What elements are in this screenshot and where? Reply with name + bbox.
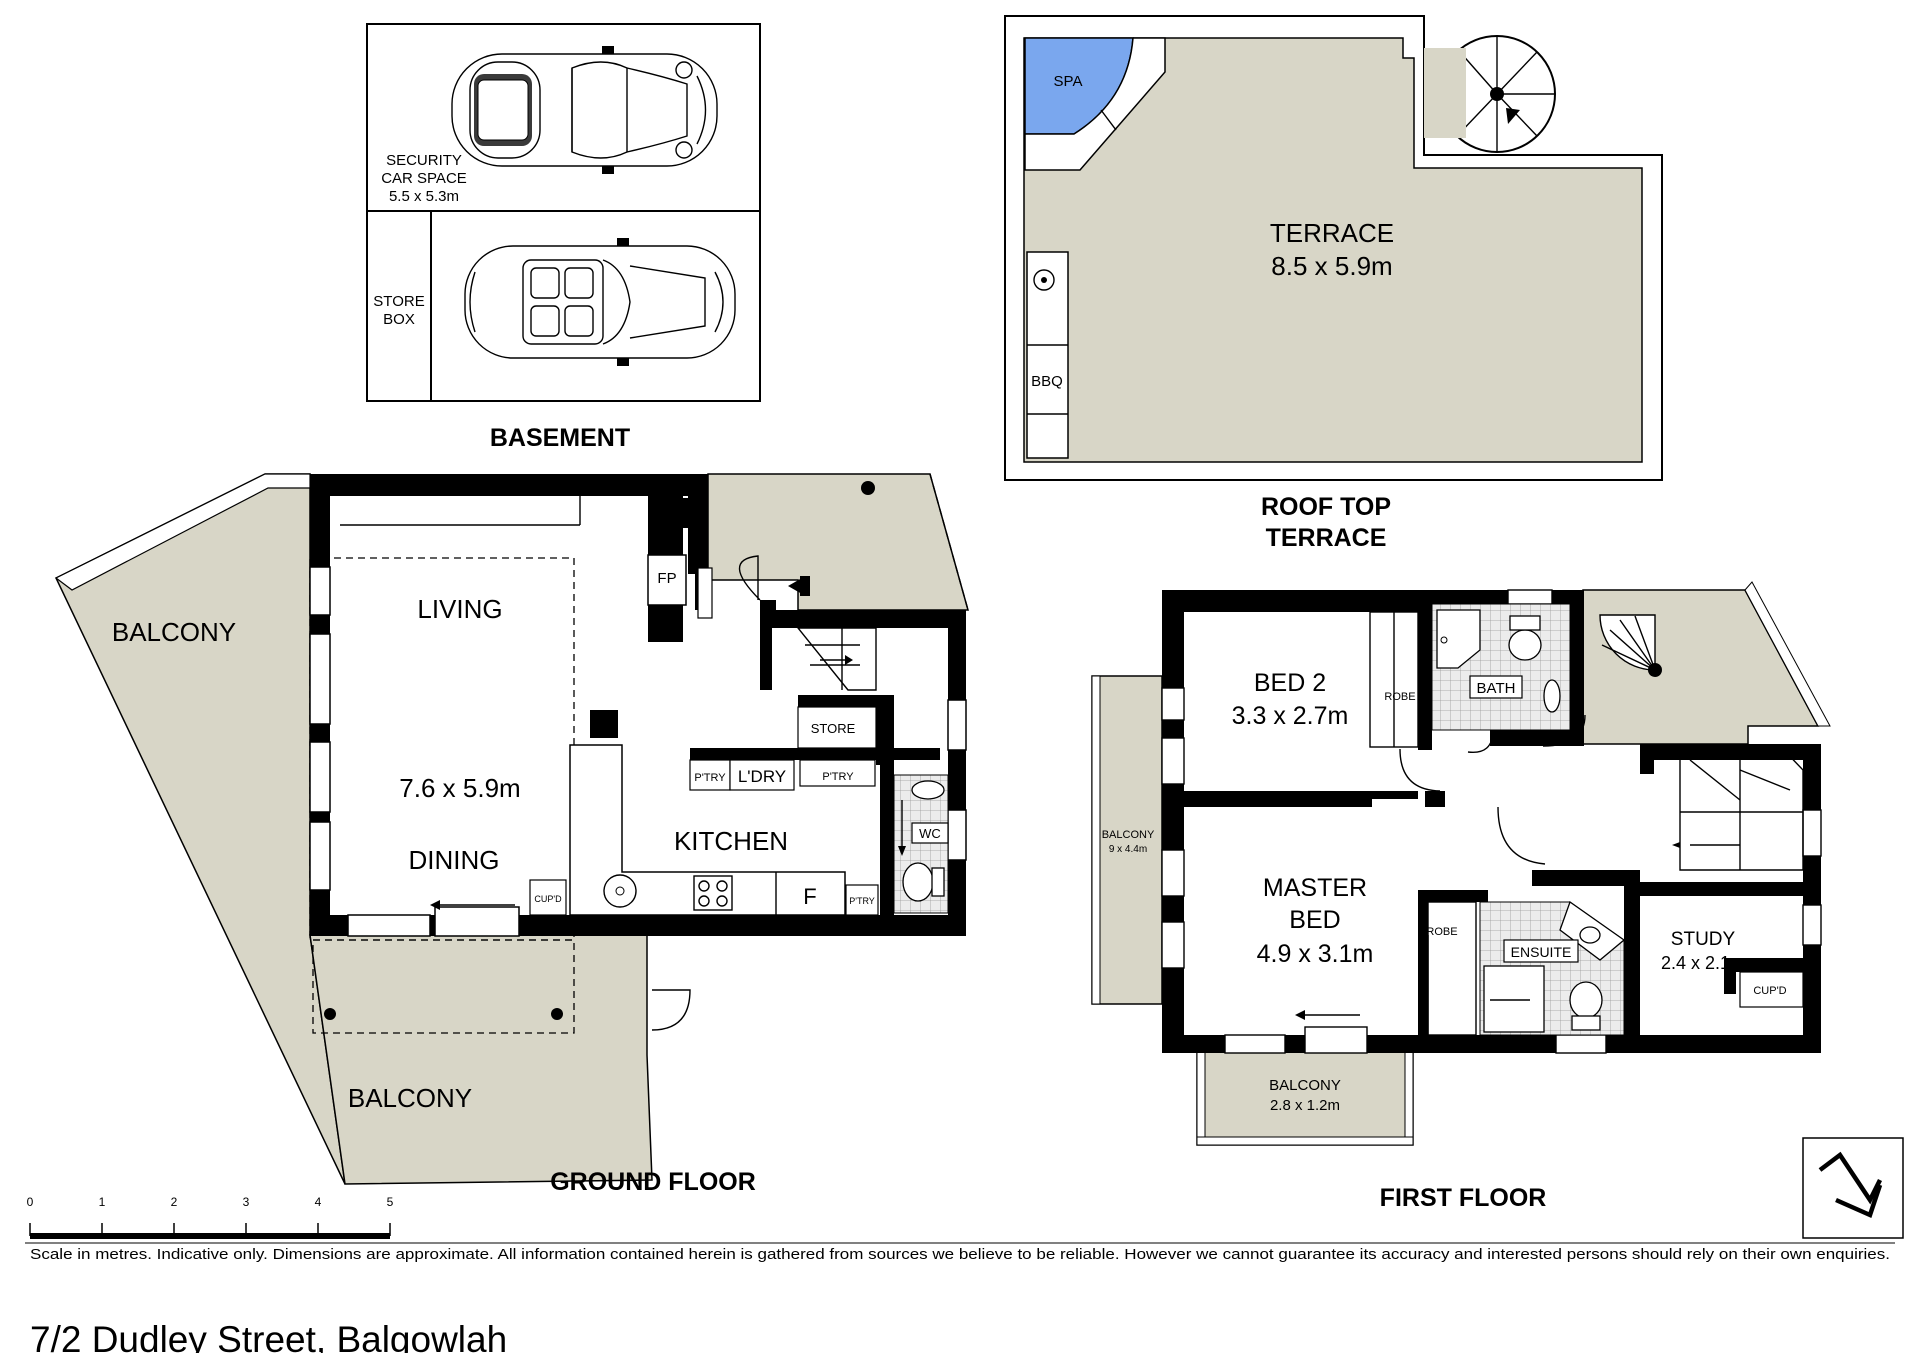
basin-icon [1579,926,1601,944]
terrace-label: TERRACE [1270,218,1394,248]
cupboard-label: CUP'D [534,894,562,904]
ground-floor-title: GROUND FLOOR [550,1168,756,1196]
balcony-label: BALCONY [112,617,236,647]
scale-tick-label: 0 [27,1195,34,1209]
spiral-stair-icon [1599,614,1662,677]
basin-icon [1033,269,1055,291]
compass-north-icon [1802,1137,1904,1239]
dining-label: DINING [409,845,500,875]
door-swing-icon [738,555,761,601]
balcony-label: BALCONY [1102,829,1155,841]
balcony-south [309,934,653,1185]
basin-icon [1543,679,1561,713]
car-space-dimension: 5.5 x 5.3m [389,188,459,205]
pantry-label: P'TRY [694,772,726,784]
bbq-label: BBQ [1031,373,1063,390]
bed2-label: BED 2 [1254,669,1326,697]
car-icon [464,238,736,366]
study-label: STUDY [1671,929,1736,950]
bed2-dimension: 3.3 x 2.7m [1232,702,1349,730]
spa-label: SPA [1054,73,1083,90]
roof-title: ROOF TOP [1261,493,1391,521]
toilet-icon [1569,981,1603,1031]
cooktop-icon [693,875,733,911]
spiral-stair-icon [1424,35,1556,153]
living-label: LIVING [417,594,502,624]
store-label: STORE [811,721,856,736]
pantry-label: P'TRY [822,771,854,783]
fireplace-label: FP [657,570,676,587]
laundry-label: L'DRY [738,767,786,786]
terrace-dimension: 8.5 x 5.9m [1271,251,1392,281]
scale-tick-label: 2 [171,1195,178,1209]
balcony-dimension: 2.8 x 1.2m [1270,1097,1340,1114]
store-box-label: BOX [383,311,415,328]
roof-title: TERRACE [1266,524,1387,552]
ground-floor-plan: BALCONY BALCONY [54,473,969,1196]
balcony-dimension: 9 x 4.4m [1109,844,1147,855]
master-bed-dimension: 4.9 x 3.1m [1257,940,1374,968]
door-swing-icon [1399,748,1441,792]
robe-label: ROBE [1426,926,1457,938]
ensuite-label: ENSUITE [1511,944,1572,960]
pantry-label: P'TRY [849,896,875,906]
balcony-west [55,473,346,1185]
toilet-icon [902,862,945,902]
balcony-label: BALCONY [348,1083,472,1113]
master-bed-label: MASTER [1263,874,1367,902]
study-dimension: 2.4 x 2.1m [1661,953,1745,973]
living-dimension: 7.6 x 5.9m [399,773,520,803]
robe-label: ROBE [1384,691,1415,703]
shower-icon [1436,609,1481,669]
fridge-label: F [803,884,816,909]
first-floor-plan: BALCONY 9 x 4.4m BALCONY 2.8 x 1.2m [1091,581,1831,1212]
wc-label: WC [919,826,941,841]
basement-title: BASEMENT [490,424,630,452]
scale-tick-label: 3 [243,1195,250,1209]
car-space-label: CAR SPACE [381,170,467,187]
car-icon [451,46,718,174]
first-floor-title: FIRST FLOOR [1380,1184,1547,1212]
door-swing-icon [1497,806,1546,865]
property-address: 7/2 Dudley Street, Balgowlah [30,1319,507,1353]
stair-icon [1672,745,1804,871]
roof-terrace-plan: SPA BBQ TERRACE 8.5 x 5.9m ROOF TOP TERR… [1004,15,1663,552]
kitchen-label: KITCHEN [674,826,788,856]
door-swing-icon [1467,729,1494,754]
basin-icon [911,780,945,800]
basement-plan: SECURITY CAR SPACE 5.5 x 5.3m STORE BOX … [366,23,761,452]
door-swing-icon [1542,714,1586,747]
scale-tick-label: 4 [315,1195,322,1209]
disclaimer-text: Scale in metres. Indicative only. Dimens… [30,1247,1890,1263]
store-box-label: STORE [373,293,424,310]
scale-bar: 0 1 2 3 4 5 [27,1195,394,1239]
scale-tick-label: 5 [387,1195,394,1209]
scale-tick-label: 1 [99,1195,106,1209]
basin-icon [603,874,637,908]
balcony-label: BALCONY [1269,1077,1341,1094]
bath-label: BATH [1477,680,1516,697]
master-bed-label: BED [1289,906,1340,934]
stair-icon [796,627,877,691]
car-space-label: SECURITY [386,152,462,169]
cupboard-label: CUP'D [1753,985,1786,997]
toilet-icon [1508,615,1542,661]
shower-icon [1483,965,1545,1033]
